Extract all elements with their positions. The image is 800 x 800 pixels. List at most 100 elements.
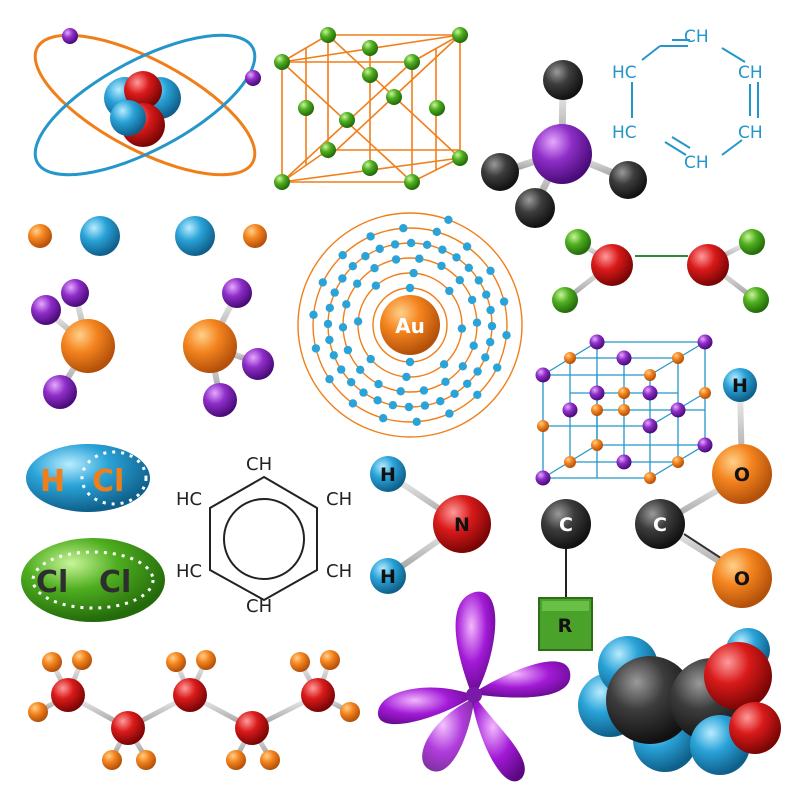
electron-dot (487, 321, 497, 331)
electron-dot (412, 417, 421, 426)
amino-h-bottom-label: H (380, 566, 396, 588)
lattice-atom-purple (642, 418, 658, 434)
electron-dot (444, 215, 453, 224)
lattice-atom-dots (535, 334, 713, 486)
electron-dot (374, 379, 383, 389)
electron-dot (348, 399, 358, 408)
amino-n-label: N (454, 514, 470, 536)
electron-dot (353, 317, 363, 326)
lattice-atom-orange (618, 404, 630, 416)
electron-dot (370, 264, 379, 273)
electron-dot (347, 378, 356, 387)
electron-dot (419, 386, 429, 395)
electron-dot (342, 300, 351, 309)
electron-dot (373, 396, 382, 405)
benzene-label-top: CH (246, 454, 272, 475)
electron-dot (469, 341, 478, 350)
electron-dot (464, 263, 473, 272)
electron-dot (309, 310, 318, 319)
electron-dot (379, 414, 388, 423)
electron-dot (329, 351, 338, 360)
lattice-atom-purple (697, 334, 713, 350)
chlorine-molecule-icon: Cl Cl (21, 538, 165, 622)
benzene-label-right-top: CH (326, 489, 352, 510)
electron-dot (330, 288, 339, 297)
electron-dot (493, 363, 502, 372)
electron-dot (338, 251, 347, 260)
lattice-atom-orange (564, 456, 576, 468)
electron-dot (371, 281, 381, 290)
gold-atom-icon: Au (297, 212, 523, 438)
electron-dot (467, 295, 477, 305)
electron-dot (422, 240, 432, 249)
hex-label-ch-right-bottom: CH (738, 123, 763, 143)
electron-dot (455, 276, 464, 285)
electron-dot (441, 377, 450, 386)
electron-dot (359, 388, 368, 397)
amino-c-alpha-label: C (559, 514, 573, 536)
amino-h-top-label: H (380, 464, 396, 486)
cl-right-symbol: Cl (99, 565, 131, 600)
amino-c-carboxyl-label: C (653, 514, 667, 536)
lattice-atom-orange (591, 404, 603, 416)
electron-dot (438, 245, 447, 254)
amino-r-group-label: R (558, 615, 573, 637)
lattice-atom-purple (589, 385, 605, 401)
electron-dot (396, 387, 405, 396)
lattice-atom-purple (697, 437, 713, 453)
electron-dot (325, 303, 334, 313)
electron-dot (457, 324, 467, 333)
electron-dot (405, 283, 415, 293)
electron-dot (437, 261, 446, 271)
electron-dot (388, 401, 398, 410)
electron-dot (356, 365, 365, 374)
lattice-atom-purple (562, 402, 578, 418)
lattice-atoms (274, 27, 468, 190)
benzene-label-bottom: CH (246, 596, 272, 617)
electron-dot (404, 402, 414, 412)
orbital-lobes-icon (377, 591, 571, 782)
electron-dot (420, 401, 430, 410)
cl-left-symbol: Cl (36, 565, 68, 600)
electron-dot (458, 362, 467, 371)
hex-label-ch-top: CH (684, 27, 709, 47)
electron-dot (406, 238, 416, 248)
electron-dot (338, 323, 348, 332)
lattice-atom-purple (616, 454, 632, 470)
amino-o-top-label: O (734, 464, 750, 486)
electron-dot (415, 254, 424, 263)
electron-dot (452, 253, 461, 262)
electron-dot (402, 372, 411, 382)
amino-h-oh-label: H (732, 375, 748, 397)
electron-dot (325, 335, 334, 345)
electron-dot (486, 337, 495, 347)
electron-dot (445, 286, 454, 296)
gold-symbol: Au (395, 314, 425, 338)
electron-dot (343, 345, 353, 355)
lattice-atom-orange (672, 352, 684, 364)
electron-dot (445, 409, 454, 418)
hex-label-hc-left-bottom: HC (612, 123, 637, 143)
hcl-cl-symbol: Cl (92, 464, 124, 499)
electron-dot (337, 365, 346, 374)
electron-dot (481, 353, 490, 362)
lattice-atom-purple (670, 402, 686, 418)
electron-dot (375, 244, 384, 253)
atom-orbit-icon (33, 28, 261, 177)
lattice-atom-purple (589, 334, 605, 350)
electron-dot (338, 274, 347, 283)
electron-dot (499, 297, 509, 306)
carbon-chain-icon (28, 650, 360, 770)
electron-dot (439, 360, 449, 369)
electron-dot (409, 268, 418, 278)
electron-dot (473, 367, 482, 376)
ethylene-molecule-icon (552, 229, 769, 313)
electron-dot (311, 344, 321, 353)
hexagon-structure-icon: CH CH CH HC HC CH (612, 27, 763, 173)
electron-dot (391, 255, 401, 264)
cubic-lattice-icon (535, 334, 713, 486)
electron-dot (502, 331, 511, 340)
benzene-label-left-bottom: HC (176, 561, 202, 582)
lattice-atom-purple (616, 350, 632, 366)
benzene-label-left-top: HC (176, 489, 202, 510)
